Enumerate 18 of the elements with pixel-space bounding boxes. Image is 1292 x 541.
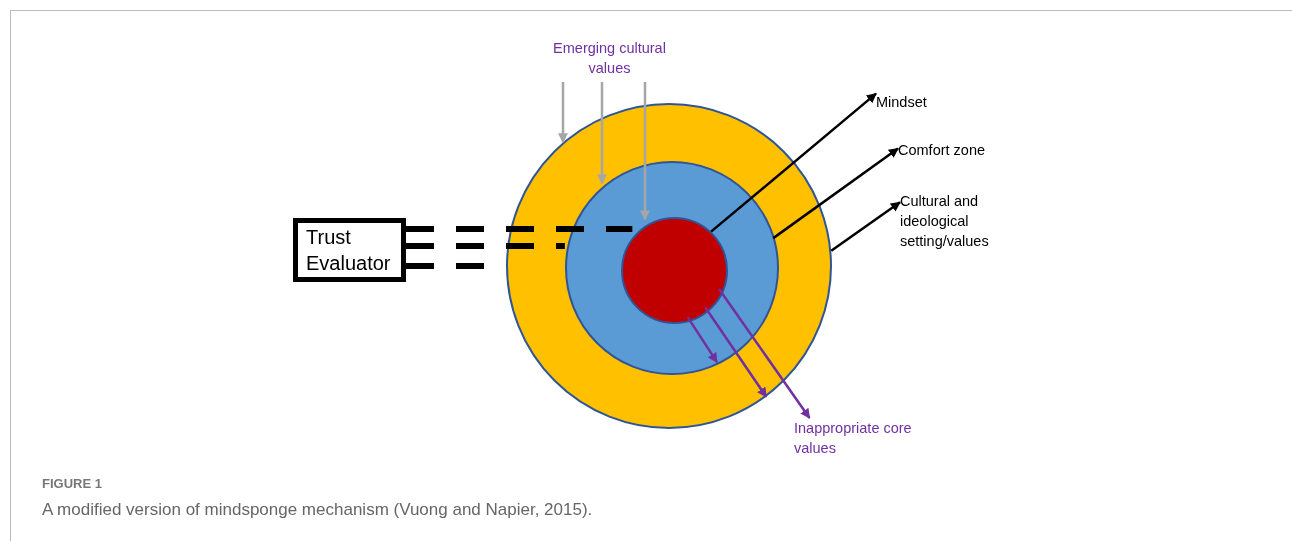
arrow [830,201,901,252]
dashed-connector [406,243,565,249]
arrow [710,92,877,233]
arrow [772,147,899,240]
arrow [597,82,607,185]
callout-label: Cultural and ideological setting/values [900,191,1040,253]
callout-label: Emerging cultural values [552,38,667,82]
callout-label: Mindset [876,92,956,114]
arrow [686,316,718,363]
process-box: Trust Evaluator [293,218,406,282]
figure-caption: A modified version of mindsponge mechanism (Vuong and Napier, 2015). [42,499,593,521]
arrow [704,306,768,398]
callout-label: Comfort zone [898,140,1018,162]
arrow [718,288,811,419]
figure-number: FIGURE 1 [42,475,102,493]
arrow [558,82,568,144]
dashed-connector [406,226,633,232]
callout-label: Inappropriate core values [794,418,914,462]
